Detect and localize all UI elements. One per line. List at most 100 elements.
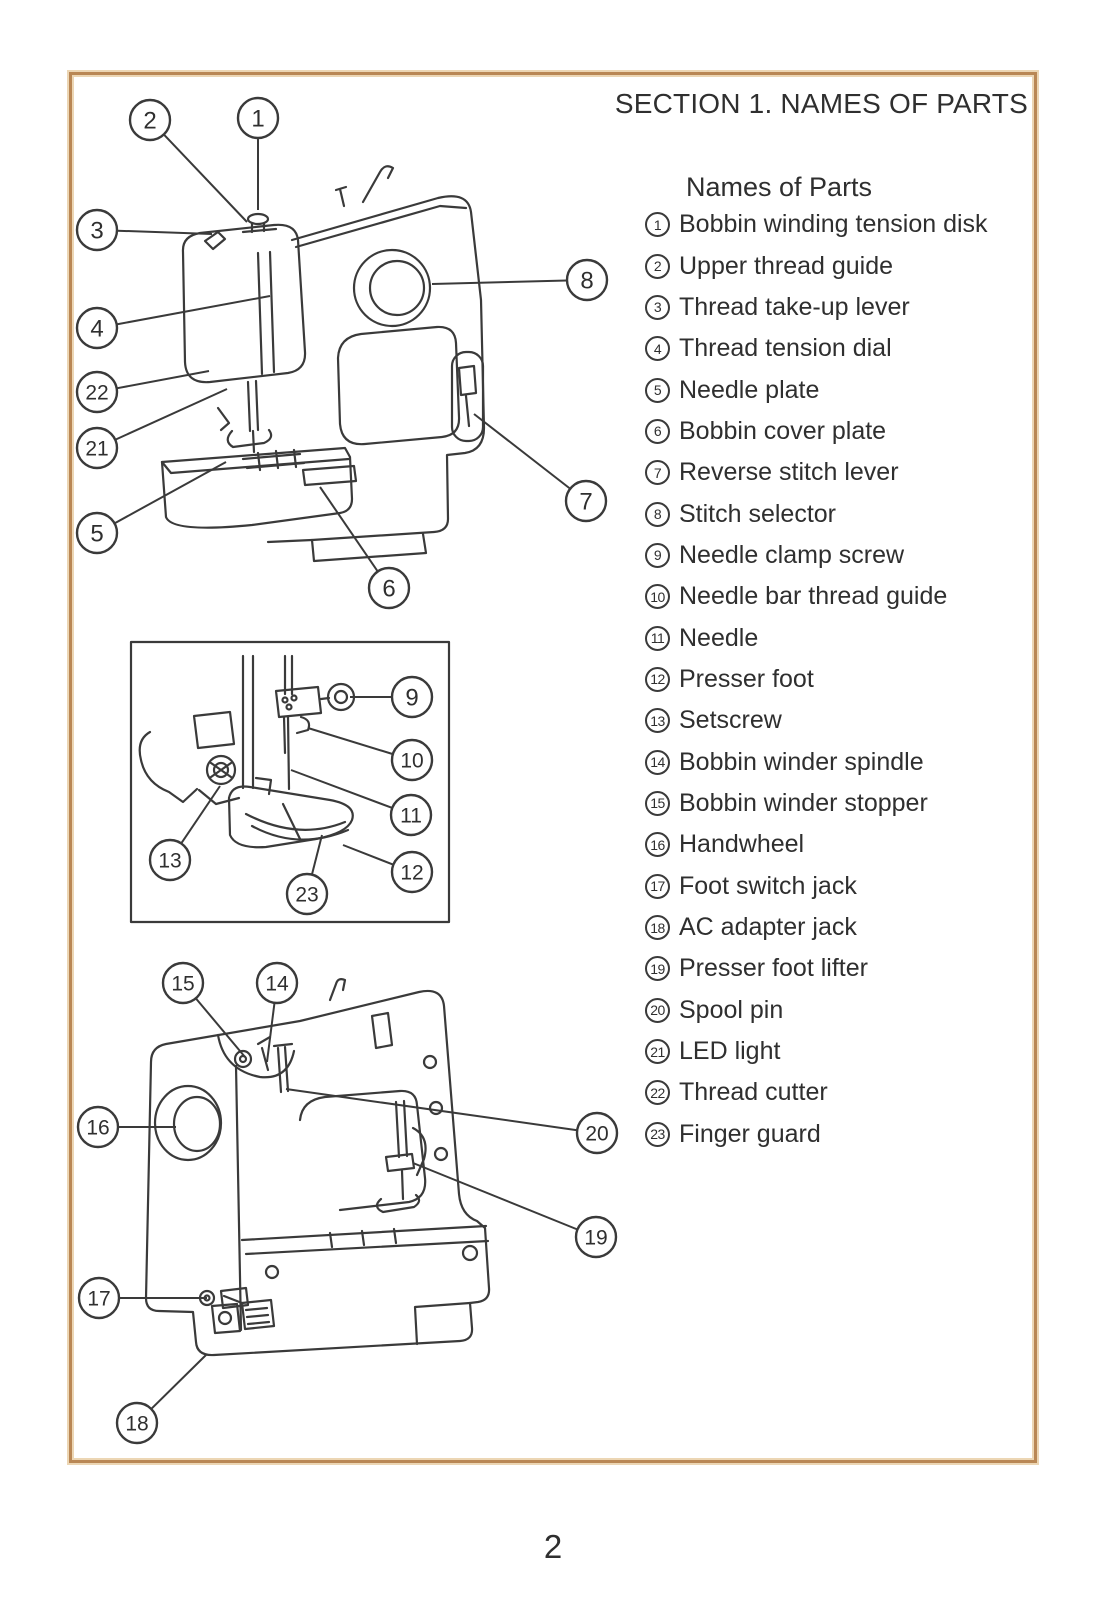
part-label: Spool pin bbox=[679, 995, 784, 1024]
svg-text:7: 7 bbox=[579, 489, 592, 516]
part-label: Bobbin cover plate bbox=[679, 416, 887, 445]
callout-leader-line bbox=[342, 844, 394, 866]
part-number-badge: 3 bbox=[645, 294, 670, 320]
part-number-badge: 21 bbox=[645, 1039, 670, 1065]
part-label: Needle bbox=[679, 623, 759, 652]
part-list-item: 21 LED light bbox=[645, 1031, 988, 1072]
callout-19: 19 bbox=[412, 1162, 618, 1259]
front-view-drawing bbox=[160, 165, 486, 563]
part-list-item: 20 Spool pin bbox=[645, 990, 988, 1031]
part-number-badge: 16 bbox=[645, 832, 670, 858]
callout-13: 13 bbox=[148, 785, 221, 882]
part-list-item: 15 Bobbin winder stopper bbox=[645, 783, 988, 824]
callout-11: 11 bbox=[290, 769, 433, 837]
svg-text:8: 8 bbox=[580, 268, 593, 295]
part-number-badge: 17 bbox=[645, 873, 670, 899]
part-label: Finger guard bbox=[679, 1119, 821, 1148]
callout-16: 16 bbox=[76, 1105, 176, 1149]
part-label: Foot switch jack bbox=[679, 871, 857, 900]
part-list-item: 9 Needle clamp screw bbox=[645, 535, 988, 576]
svg-text:2: 2 bbox=[143, 108, 156, 135]
callout-17: 17 bbox=[77, 1276, 207, 1320]
part-label: Needle plate bbox=[679, 375, 820, 404]
callout-leader-line bbox=[319, 486, 379, 573]
svg-text:4: 4 bbox=[90, 316, 103, 343]
svg-text:23: 23 bbox=[295, 884, 318, 907]
callout-5: 5 bbox=[75, 461, 227, 555]
svg-text:22: 22 bbox=[85, 382, 108, 405]
callout-15: 15 bbox=[161, 961, 246, 1058]
svg-text:15: 15 bbox=[171, 973, 194, 996]
svg-text:11: 11 bbox=[400, 805, 422, 828]
callout-leader-line bbox=[114, 461, 227, 525]
callout-1: 1 bbox=[236, 96, 280, 210]
part-label: AC adapter jack bbox=[679, 913, 857, 942]
callout-14: 14 bbox=[255, 961, 299, 1063]
callout-leader-line bbox=[307, 727, 394, 756]
svg-text:17: 17 bbox=[87, 1288, 110, 1311]
part-number-badge: 8 bbox=[645, 501, 670, 527]
part-list-item: 22 Thread cutter bbox=[645, 1072, 988, 1113]
svg-text:13: 13 bbox=[158, 850, 181, 873]
svg-text:1: 1 bbox=[251, 106, 264, 133]
part-number-badge: 1 bbox=[645, 212, 670, 238]
needle-closeup-drawing bbox=[129, 640, 451, 924]
part-number-badge: 2 bbox=[645, 253, 670, 279]
callout-leader-line bbox=[310, 834, 323, 875]
svg-text:9: 9 bbox=[405, 685, 418, 712]
part-list-item: 7 Reverse stitch lever bbox=[645, 452, 988, 493]
callout-6: 6 bbox=[319, 486, 411, 610]
callout-22: 22 bbox=[75, 370, 210, 414]
svg-text:3: 3 bbox=[90, 218, 103, 245]
svg-text:14: 14 bbox=[265, 973, 289, 996]
callout-9: 9 bbox=[350, 675, 434, 719]
part-list-item: 12 Presser foot bbox=[645, 659, 988, 700]
part-label: Handwheel bbox=[679, 830, 805, 859]
part-list-item: 3 Thread take-up lever bbox=[645, 287, 988, 328]
part-list-item: 1 Bobbin winding tension disk bbox=[645, 204, 988, 245]
callout-10: 10 bbox=[307, 727, 434, 782]
part-number-badge: 7 bbox=[645, 460, 670, 486]
part-label: Reverse stitch lever bbox=[679, 458, 899, 487]
callout-2: 2 bbox=[128, 98, 248, 223]
part-label: Upper thread guide bbox=[679, 251, 894, 280]
callout-leader-line bbox=[163, 133, 248, 223]
part-label: Stitch selector bbox=[679, 499, 837, 528]
callout-leader-line bbox=[431, 279, 568, 285]
svg-text:10: 10 bbox=[400, 750, 423, 773]
back-view-drawing bbox=[144, 978, 491, 1357]
part-list-item: 6 Bobbin cover plate bbox=[645, 411, 988, 452]
svg-text:12: 12 bbox=[400, 862, 423, 885]
part-label: Needle bar thread guide bbox=[679, 582, 948, 611]
part-number-badge: 19 bbox=[645, 956, 670, 982]
svg-text:18: 18 bbox=[125, 1413, 148, 1436]
callout-8: 8 bbox=[431, 258, 609, 302]
part-list-item: 2 Upper thread guide bbox=[645, 245, 988, 286]
part-label: Setscrew bbox=[679, 706, 782, 735]
svg-text:5: 5 bbox=[90, 521, 103, 548]
parts-list-title: Names of Parts bbox=[686, 172, 873, 202]
callout-20: 20 bbox=[285, 1088, 619, 1155]
callout-leader-line bbox=[195, 997, 246, 1058]
part-list-item: 13 Setscrew bbox=[645, 700, 988, 741]
callout-3: 3 bbox=[75, 208, 213, 252]
part-label: Thread take-up lever bbox=[679, 292, 910, 321]
part-label: Bobbin winding tension disk bbox=[679, 210, 988, 239]
svg-text:6: 6 bbox=[382, 576, 395, 603]
part-list-item: 4 Thread tension dial bbox=[645, 328, 988, 369]
part-label: Thread cutter bbox=[679, 1078, 828, 1107]
callout-leader-line bbox=[285, 1088, 578, 1132]
part-label: Thread tension dial bbox=[679, 334, 892, 363]
callout-leader-line bbox=[412, 1162, 578, 1231]
needle-closeup-frame bbox=[129, 640, 451, 924]
part-number-badge: 4 bbox=[645, 336, 670, 362]
callout-leader-line bbox=[114, 388, 228, 441]
part-list-item: 11 Needle bbox=[645, 617, 988, 658]
callout-leader-line bbox=[290, 769, 393, 809]
svg-text:19: 19 bbox=[584, 1227, 607, 1250]
callout-leader-line bbox=[116, 229, 213, 235]
callout-7: 7 bbox=[473, 413, 608, 523]
part-label: Presser foot lifter bbox=[679, 954, 868, 983]
part-number-badge: 18 bbox=[645, 915, 670, 941]
